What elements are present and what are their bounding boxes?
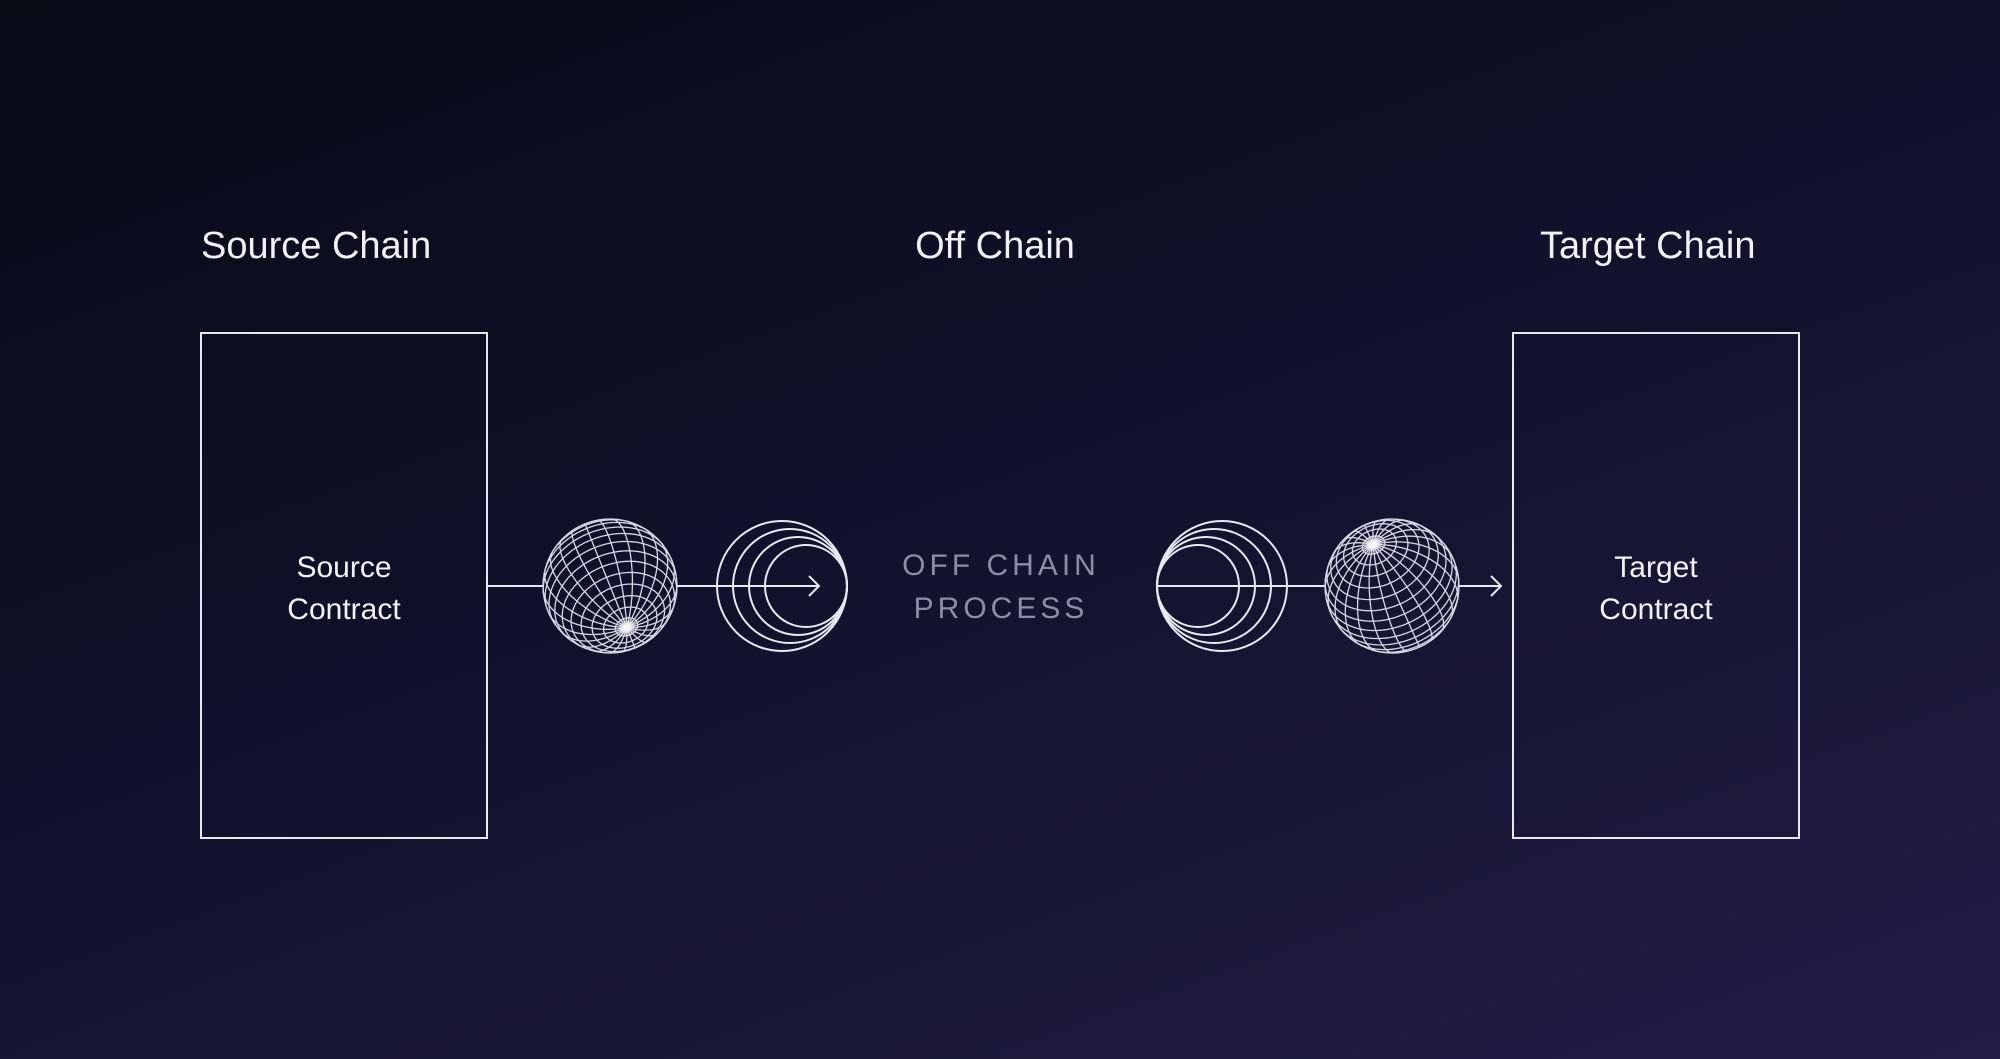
concentric-rings-icon: [716, 520, 848, 652]
source-contract-box: [200, 332, 488, 839]
source-contract-label-1: Source: [296, 551, 391, 584]
off-chain-process-line-1: OFF CHAIN: [902, 549, 1100, 582]
arrow-icon: [1490, 575, 1503, 597]
target-contract-label-1: Target: [1614, 551, 1698, 584]
off-chain-title: Off Chain: [915, 225, 1075, 267]
source-chain-title: Source Chain: [201, 225, 431, 267]
off-chain-process-line-2: PROCESS: [914, 592, 1089, 625]
target-chain-title: Target Chain: [1540, 225, 1755, 267]
globe-icon: [1324, 518, 1460, 654]
target-contract-box: [1512, 332, 1800, 839]
source-contract-label-2: Contract: [287, 593, 401, 626]
arrow-icon: [808, 575, 821, 597]
target-contract-label-2: Contract: [1599, 593, 1713, 626]
globe-icon: [542, 518, 678, 654]
